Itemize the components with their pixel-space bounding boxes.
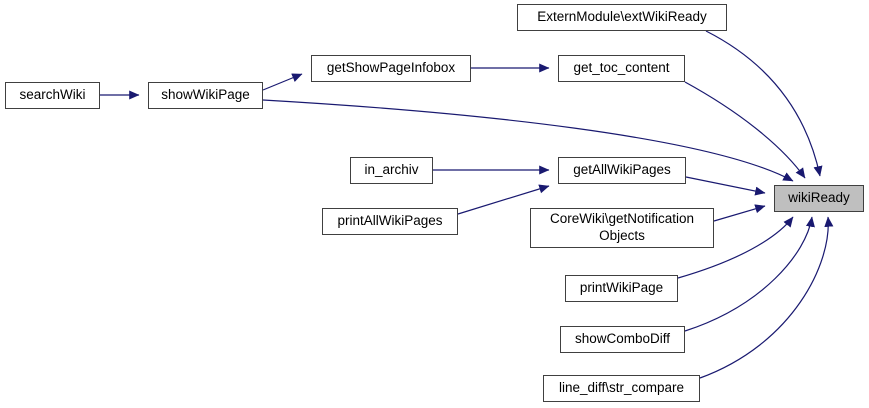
node-showWikiPage[interactable]: showWikiPage — [148, 82, 263, 109]
edge-printWikiPage-wikiReady — [677, 216, 794, 279]
node-showComboDiff[interactable]: showComboDiff — [560, 326, 685, 353]
edge-printAllWikiPages-getAllWikiPages — [457, 184, 550, 215]
node-searchWiki[interactable]: searchWiki — [5, 82, 100, 109]
node-printWikiPage[interactable]: printWikiPage — [565, 275, 678, 302]
node-getAllWikiPages[interactable]: getAllWikiPages — [558, 157, 686, 184]
edge-getAllWikiPages-wikiReady — [685, 176, 766, 196]
node-externmodule-extwikiready[interactable]: ExternModule\extWikiReady — [517, 4, 727, 31]
node-in-archiv[interactable]: in_archiv — [350, 157, 433, 184]
node-wikiReady[interactable]: wikiReady — [774, 185, 864, 212]
edge-showWikiPage-getShowPageInfobox — [262, 73, 303, 91]
edge-coreWiki-wikiReady — [713, 204, 766, 222]
edge-showComboDiff-wikiReady — [684, 216, 815, 332]
node-getShowPageInfobox[interactable]: getShowPageInfobox — [311, 55, 471, 82]
edge-get_toc_content-wikiReady — [684, 81, 806, 179]
edge-showWikiPage-wikiReady — [262, 99, 794, 182]
node-get-toc-content[interactable]: get_toc_content — [558, 55, 685, 82]
node-printAllWikiPages[interactable]: printAllWikiPages — [322, 208, 458, 235]
edge-line_diff-wikiReady — [699, 216, 834, 379]
node-corewiki-getnotificationobjects[interactable]: CoreWiki\getNotification Objects — [530, 208, 714, 248]
edge-externModule-wikiReady — [705, 30, 823, 177]
node-line-diff-str-compare[interactable]: line_diff\str_compare — [543, 375, 700, 402]
